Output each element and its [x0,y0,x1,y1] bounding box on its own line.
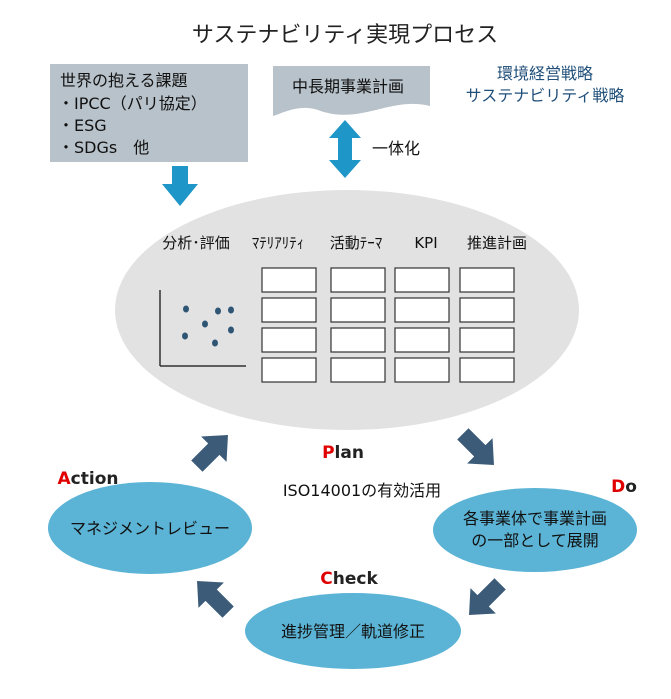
global-issues-box [50,64,248,162]
grid-cell [459,357,515,383]
grid-cell [261,327,317,353]
check-to-action-arrow [197,581,234,618]
action-rest: ction [71,469,119,489]
column-kpi: KPI [414,234,437,252]
action-to-plan-arrow [191,435,228,472]
column-materiality: ﾏﾃﾘｱﾘﾃｨ [252,234,305,252]
iso-center-label: ISO14001の有効活用 [283,481,441,500]
issues-down-arrow [162,166,198,206]
action-label: Action [58,469,119,489]
grid-cell [459,267,515,293]
grid-cell [330,297,386,323]
do-rest: o [625,477,637,497]
grid-cell [261,267,317,293]
column-analysis: 分析･評価 [162,234,230,252]
check-rest: heck [333,569,379,589]
check-ellipse [245,593,461,669]
environmental-strategy-label: 環境経営戦略 [497,64,593,83]
plan-initial: P [322,443,334,463]
do-label: Do [611,477,637,497]
grid-cell [261,357,317,383]
grid-cell [459,297,515,323]
midterm-plan-label: 中長期事業計画 [292,77,404,96]
planning-grid [261,267,515,383]
grid-cell [330,357,386,383]
global-issue-item-2: ・ESG [58,116,107,135]
column-activity-theme: 活動ﾃｰﾏ [330,234,383,252]
do-ellipse [433,488,637,572]
global-issues-heading: 世界の抱える課題 [60,71,188,90]
scatter-plot-icon [159,290,246,367]
grid-cell [330,267,386,293]
plan-label: Plan [322,443,364,463]
action-ellipse [48,482,252,574]
check-text: 進捗管理／軌道修正 [281,622,425,641]
grid-cell [330,327,386,353]
grid-cell [394,267,450,293]
global-issue-item-1: ・IPCC（パリ協定） [58,94,207,113]
sustainability-strategy-label: サステナビリティ戦略 [466,86,625,105]
integration-label: 一体化 [372,139,420,158]
grid-cell [394,297,450,323]
action-text: マネジメントレビュー [70,519,230,538]
integration-double-arrow [329,120,361,178]
do-text-line-1: 各事業体で事業計画 [463,509,607,528]
plan-to-do-arrow [457,428,494,465]
grid-cell [459,327,515,353]
midterm-plan-shape [273,66,430,116]
plan-rest: lan [335,443,364,463]
grid-cell [394,327,450,353]
check-initial: C [320,569,332,589]
do-initial: D [611,477,625,497]
global-issue-item-3: ・SDGs 他 [58,138,149,157]
grid-cell [261,297,317,323]
column-action-plan: 推進計画 [467,234,527,252]
do-text-line-2: の一部として展開 [471,531,599,550]
grid-cell [394,357,450,383]
diagram-title: サステナビリティ実現プロセス [192,23,498,48]
action-initial: A [58,469,72,489]
do-to-check-arrow [469,578,506,615]
check-label: Check [320,569,378,589]
